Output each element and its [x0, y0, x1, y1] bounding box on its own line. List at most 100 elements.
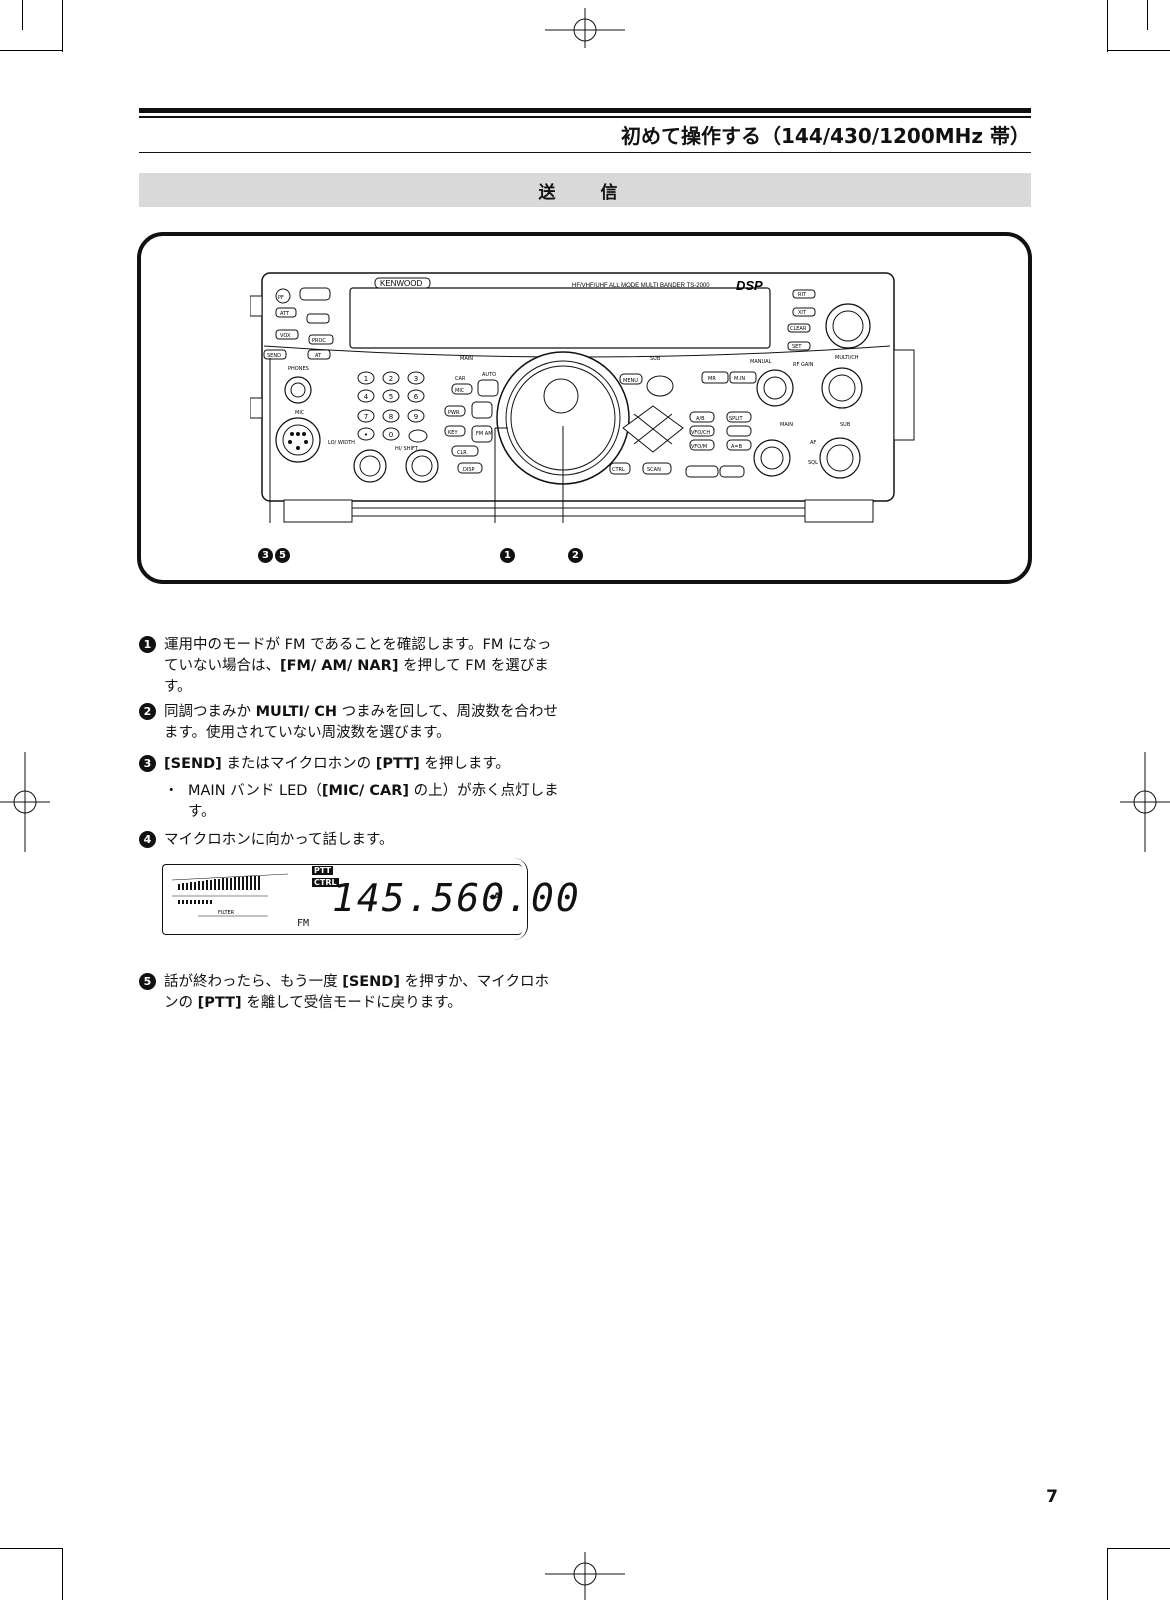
lo-width-label: LO/ WIDTH — [328, 440, 355, 446]
rf-gain-label: RF GAIN — [793, 362, 814, 368]
vox-label: VOX — [280, 333, 291, 339]
callout-1: 1 — [500, 548, 517, 563]
step-4: 4 マイクロホンに向かって話します。 — [139, 830, 563, 851]
ab2-label: A=B — [731, 444, 743, 450]
step-5: 5 話が終わったら、もう一度 [SEND] を押すか、マイクロホンの [PTT]… — [139, 972, 563, 1014]
key-mic-car: [MIC/ CAR] — [321, 783, 409, 799]
vfo-indicator: ◂A — [489, 892, 501, 902]
svg-text:1: 1 — [364, 375, 368, 383]
mic-button-label: MIC — [455, 388, 465, 394]
scan-label: SCAN — [647, 467, 661, 473]
split-label: SPLIT — [729, 416, 743, 422]
vfo-m-label: VFO/M — [691, 444, 707, 450]
header-rule — [139, 116, 1031, 118]
registration-mark-left — [0, 752, 50, 852]
section-heading: 送 信 — [139, 173, 1031, 207]
key-multi-ch: MULTI/ CH — [255, 704, 338, 720]
crop-mark — [0, 1548, 62, 1549]
crop-mark — [0, 50, 62, 51]
registration-mark-bottom — [545, 1552, 625, 1600]
step-number: 5 — [139, 973, 156, 990]
svg-text:4: 4 — [364, 393, 369, 401]
att-label: ATT — [280, 311, 290, 317]
step-number: 2 — [139, 703, 156, 720]
step-number: 3 — [139, 755, 156, 772]
ctrl-label: CTRL — [612, 467, 625, 473]
main-label: MAIN — [460, 356, 473, 362]
key-send: [SEND] — [342, 974, 400, 990]
key-fm-am-nar: [FM/ AM/ NAR] — [280, 658, 399, 674]
svg-text:8: 8 — [389, 413, 393, 421]
mode-indicator: FM — [297, 918, 310, 929]
brand-label: KENWOOD — [380, 279, 422, 288]
ctrl-indicator: CTRL — [312, 878, 339, 887]
crop-mark — [62, 0, 63, 52]
sql-label: SQL — [808, 460, 818, 466]
svg-text:6: 6 — [414, 393, 419, 401]
lcd-edge — [514, 858, 528, 940]
crop-mark — [1107, 0, 1108, 52]
step-3: 3 [SEND] またはマイクロホンの [PTT] を押します。 — [139, 754, 563, 775]
callout-2: 2 — [568, 548, 585, 563]
car-label: CAR — [455, 376, 466, 382]
header-rule — [139, 108, 1031, 113]
page-number: 7 — [1046, 1487, 1058, 1507]
lcd-display — [162, 864, 522, 935]
svg-text:0: 0 — [389, 431, 393, 439]
svg-text:2: 2 — [389, 375, 393, 383]
rit-label: RIT — [798, 292, 807, 298]
key-send: [SEND] — [164, 756, 222, 772]
dsp-logo: DSP — [736, 278, 763, 293]
vfo-ch-label: VFO/CH — [691, 430, 710, 436]
registration-mark-right — [1120, 752, 1170, 852]
crop-mark — [62, 1548, 63, 1600]
crop-mark — [1147, 0, 1148, 30]
ab-label: A/B — [696, 416, 705, 422]
hi-shift-label: HI/ SHIFT — [395, 446, 419, 452]
registration-mark-top — [545, 8, 625, 48]
crop-mark — [1107, 1548, 1108, 1600]
xit-label: XIT — [798, 310, 807, 316]
crop-mark — [1107, 50, 1170, 51]
svg-text:5: 5 — [389, 393, 393, 401]
set-label: SET — [792, 344, 802, 350]
key-ptt: [PTT] — [375, 756, 420, 772]
radio-illustration: KENWOOD HF/VHF/UHF ALL MODE MULTI BANDER… — [250, 272, 915, 523]
proc-label: PROC — [312, 338, 326, 344]
af-label: AF — [810, 440, 816, 446]
min-label: M.IN — [734, 376, 745, 382]
crop-mark — [22, 0, 23, 30]
step-1: 1 運用中のモードが FM であることを確認します。FM になっていない場合は、… — [139, 635, 563, 698]
mic-label: MIC — [295, 410, 305, 416]
page-title: 初めて操作する（144/430/1200MHz 帯） — [620, 124, 1030, 148]
header-rule — [139, 152, 1031, 153]
pf-label: PF — [278, 295, 284, 301]
svg-text:7: 7 — [364, 413, 368, 421]
section-title: 送 信 — [538, 182, 632, 203]
step-3-note: ・ MAIN バンド LED（[MIC/ CAR] の上）が赤く点灯します。 — [164, 783, 559, 820]
svg-text:•: • — [364, 431, 368, 439]
mr-label: MR — [708, 376, 716, 382]
step-number: 1 — [139, 636, 156, 653]
frequency-readout: 145.560.00 — [332, 876, 581, 920]
main-knob-label: MAIN — [780, 422, 793, 428]
key-label: KEY — [448, 430, 458, 436]
figure-frame — [137, 232, 1032, 584]
s-meter-scale: FILTER — [171, 873, 289, 917]
step-2: 2 同調つまみか MULTI/ CH つまみを回して、周波数を合わせます。使用さ… — [139, 702, 563, 744]
auto-label: AUTO — [482, 372, 496, 378]
crop-mark — [1107, 1548, 1170, 1549]
svg-text:3: 3 — [414, 375, 418, 383]
filter-label: FILTER — [218, 910, 235, 916]
sub-knob-label: SUB — [840, 422, 851, 428]
step-number: 4 — [139, 831, 156, 848]
at-label: AT — [315, 353, 322, 359]
ptt-indicator: PTT — [312, 866, 333, 875]
clr-label: CLR — [457, 450, 467, 456]
disp-label: DISP — [463, 467, 475, 473]
svg-text:9: 9 — [414, 413, 418, 421]
model-label: HF/VHF/UHF ALL MODE MULTI BANDER TS-2000 — [572, 283, 710, 289]
sub-label: SUB — [650, 356, 661, 362]
clear-label: CLEAR — [790, 326, 807, 332]
